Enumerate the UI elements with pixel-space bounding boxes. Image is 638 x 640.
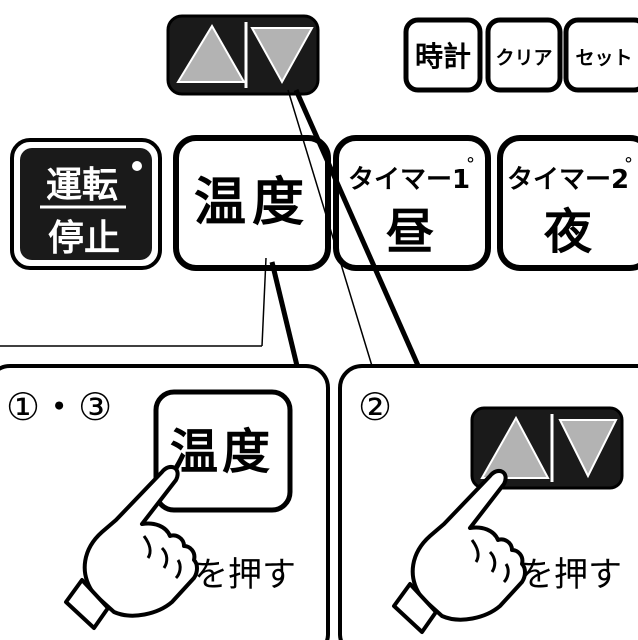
timer2-bottom-label: 夜 [543,204,593,260]
run-stop-bottom-label: 停止 [48,218,120,259]
timer2-night-button[interactable]: タイマー2 ° 夜 [497,135,638,271]
clear-label: クリア [495,47,552,69]
up-arrow-button[interactable] [176,24,246,83]
timer1-top-label: タイマー1 [348,165,470,195]
timer1-bottom-label: 昼 [386,204,434,260]
timer1-day-button[interactable]: タイマー1 ° 昼 [333,135,491,271]
panel-temperature-button: 温度 [153,389,293,513]
set-label: セット [575,47,632,69]
up-arrow-icon [176,24,246,83]
temperature-button[interactable]: 温度 [173,135,331,271]
left-action-text: を押す [194,555,296,595]
step-number-right: ② [358,385,392,429]
temperature-label: 温度 [194,173,310,233]
step-number-left: ①・③ [6,385,112,429]
clear-button[interactable]: クリア [485,17,563,93]
timer1-degree-mark: ° [466,154,475,175]
pointing-hand-icon [64,464,199,630]
panel-down-arrow-icon [558,419,618,479]
panel-up-arrow-icon [480,415,550,479]
timer2-top-label: タイマー2 [507,165,629,195]
set-button[interactable]: セット [563,17,638,93]
down-arrow-button[interactable] [250,27,314,85]
led-dot-icon [132,161,142,171]
clock-label: 時計 [415,40,471,73]
right-action-text: を押す [520,555,622,595]
timer2-degree-mark: ° [624,154,633,175]
pointing-hand-icon [392,468,527,634]
run-stop-top-label: 運転 [46,165,118,206]
step-panel-right: ② を押す [338,364,638,640]
callout-lines [0,88,423,372]
down-arrow-icon [250,27,314,85]
run-stop-button[interactable]: 運転 停止 [10,138,162,270]
panel-temperature-label: 温度 [170,424,274,480]
step-panel-left: ①・③ 温度 を押す [0,364,330,640]
arrow-button-pair-top [166,14,320,96]
clock-button[interactable]: 時計 [403,17,483,93]
panel-arrow-button-pair [470,406,624,490]
